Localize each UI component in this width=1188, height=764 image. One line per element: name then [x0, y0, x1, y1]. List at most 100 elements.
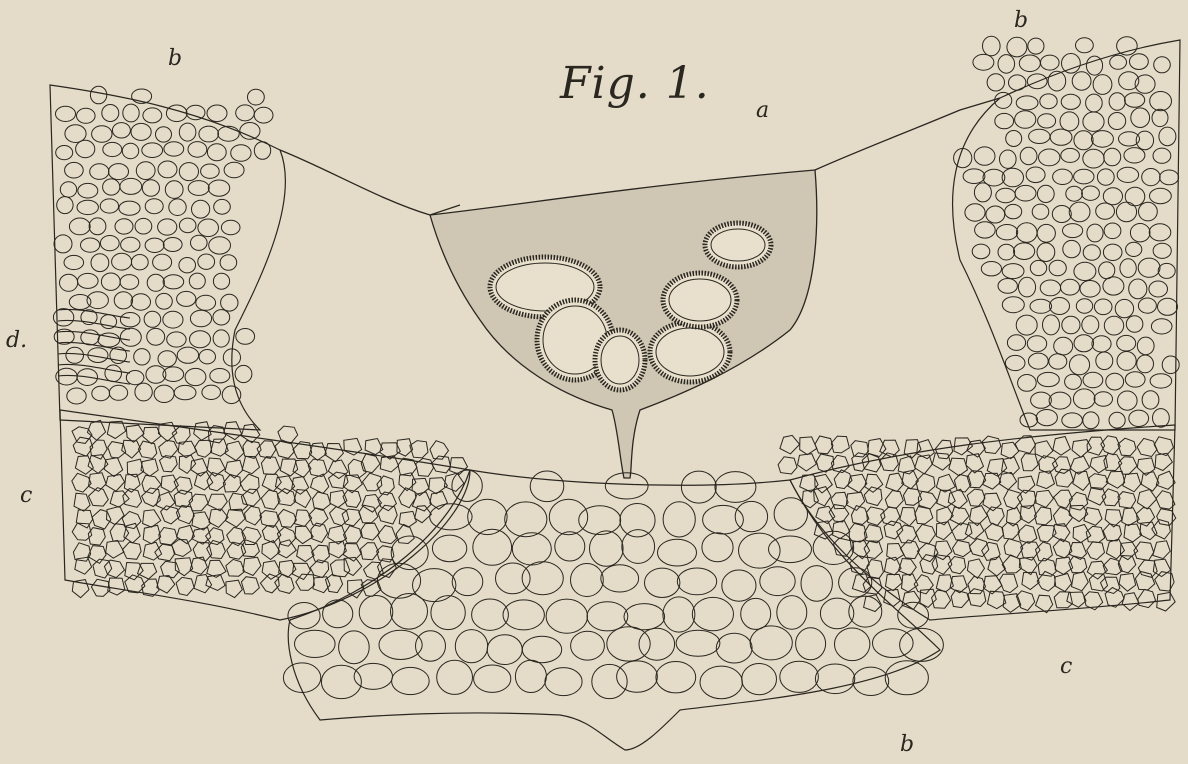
polygonal-cell: [1119, 573, 1136, 591]
polygonal-cell: [900, 508, 917, 527]
cell: [147, 274, 164, 291]
cell: [1040, 94, 1057, 109]
cell: [1158, 263, 1175, 278]
cell: [1028, 353, 1048, 369]
cell: [1139, 202, 1158, 221]
cell: [1129, 279, 1147, 299]
cell: [1091, 131, 1113, 148]
cell: [1130, 54, 1149, 70]
polygonal-cell: [362, 495, 382, 513]
polygonal-cell: [106, 475, 125, 492]
polygonal-cell: [223, 475, 240, 493]
cell: [769, 536, 812, 563]
polygonal-cell: [297, 546, 315, 562]
cell: [122, 143, 138, 158]
polygonal-cell: [262, 561, 281, 580]
cell: [1054, 337, 1073, 355]
cell: [1016, 96, 1038, 110]
cell: [105, 365, 122, 382]
polygonal-cell: [1067, 592, 1086, 607]
polygonal-cell: [330, 560, 349, 577]
polygonal-cell: [241, 577, 259, 594]
cell: [1137, 337, 1154, 355]
cell: [1125, 372, 1145, 387]
polygonal-cell: [361, 543, 379, 560]
cell: [1015, 111, 1036, 129]
cell: [115, 219, 133, 234]
cell: [283, 663, 320, 693]
cell: [1093, 75, 1112, 95]
cell: [1061, 279, 1080, 295]
cell: [739, 533, 781, 568]
cell: [1074, 262, 1096, 280]
cell: [90, 164, 109, 180]
polygonal-cell: [1153, 541, 1170, 559]
polygonal-cell: [899, 559, 917, 576]
cell: [722, 570, 756, 601]
cell: [392, 667, 430, 694]
cell: [77, 108, 96, 123]
cell: [1150, 188, 1172, 203]
cell: [188, 181, 209, 196]
cell: [742, 664, 777, 695]
cell: [1063, 240, 1081, 257]
polygonal-cell: [293, 460, 311, 478]
polygonal-cell: [831, 436, 849, 453]
cell: [715, 472, 756, 503]
cell: [1149, 224, 1171, 241]
cell: [143, 108, 162, 123]
polygonal-cell: [884, 521, 903, 539]
cell: [601, 565, 639, 592]
cell: [156, 293, 173, 309]
cell: [1039, 149, 1060, 166]
cell: [1115, 299, 1133, 317]
cell: [1038, 114, 1056, 128]
cell: [236, 105, 255, 121]
cell: [555, 532, 585, 561]
cell: [1014, 243, 1035, 260]
cell: [1053, 169, 1073, 184]
polygonal-cell: [278, 540, 297, 558]
polygonal-cell: [932, 453, 950, 470]
polygonal-cell: [1123, 473, 1141, 492]
cell: [796, 628, 826, 660]
polygonal-cell: [902, 591, 920, 609]
polygonal-cell: [1118, 492, 1136, 509]
cell: [1037, 372, 1059, 386]
cell: [1065, 374, 1082, 389]
cell: [954, 149, 972, 168]
polygonal-cell: [954, 474, 971, 492]
cell: [199, 126, 219, 142]
cell: [1037, 224, 1055, 242]
cell: [1153, 409, 1170, 428]
cell: [437, 660, 473, 694]
polygonal-cell: [361, 523, 380, 540]
polygonal-cell: [1036, 595, 1053, 613]
cell: [213, 310, 230, 325]
cell: [196, 295, 216, 310]
polygonal-cell: [915, 455, 933, 474]
cell: [158, 219, 177, 235]
duct: [595, 330, 645, 390]
cell: [134, 349, 150, 365]
cell: [620, 504, 655, 537]
membrane-left: [280, 150, 460, 215]
cell: [702, 533, 733, 562]
cell: [468, 499, 507, 534]
tissue-region-b-right: [953, 40, 1180, 430]
cell: [189, 273, 205, 289]
cell: [1154, 57, 1171, 73]
cell: [645, 568, 680, 597]
cell: [1138, 258, 1160, 277]
polygonal-cell: [257, 441, 276, 459]
cell: [1031, 392, 1052, 408]
cell: [102, 105, 119, 122]
tissue-region-c-left: [60, 410, 470, 620]
cell: [174, 385, 196, 399]
cell: [101, 273, 120, 290]
cell: [147, 328, 165, 345]
polygonal-cell: [240, 474, 259, 494]
polygonal-cell: [864, 541, 882, 559]
cell: [998, 244, 1015, 260]
polygonal-cell: [415, 506, 432, 523]
